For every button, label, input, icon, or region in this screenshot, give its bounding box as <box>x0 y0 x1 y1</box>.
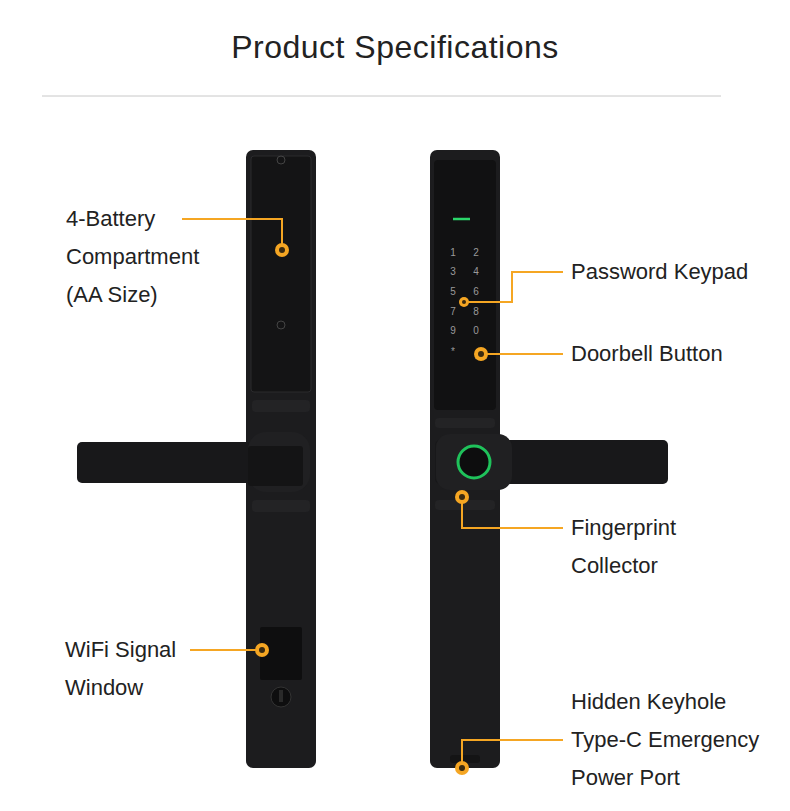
keypad-key: 2 <box>469 247 483 259</box>
callout-dots <box>255 243 488 775</box>
keypad-key: 5 <box>446 286 460 298</box>
keypad-key: 7 <box>446 306 460 318</box>
callout-label: Doorbell Button <box>571 335 781 373</box>
callout-label: 4-Battery Compartment (AA Size) <box>66 200 231 314</box>
leader-lines <box>182 219 563 768</box>
keypad-key: 6 <box>469 286 483 298</box>
front-panel <box>430 150 668 768</box>
callout-label: WiFi Signal Window <box>65 631 210 707</box>
keypad-key: * <box>446 346 460 358</box>
keypad-key: 3 <box>446 266 460 278</box>
callout-label: Type-C Emergency Power Port <box>571 721 771 797</box>
callout-label: Fingerprint Collector <box>571 509 711 585</box>
keypad-key: 9 <box>446 325 460 337</box>
keypad-key: 4 <box>469 266 483 278</box>
keypad-key: 0 <box>469 325 483 337</box>
title-rule <box>42 96 721 97</box>
page-title: Product Specifications <box>0 27 790 67</box>
keypad-key: 8 <box>469 306 483 318</box>
callout-label: Password Keypad <box>571 253 781 291</box>
callout-label: Hidden Keyhole <box>571 683 781 721</box>
keypad-key: 1 <box>446 247 460 259</box>
